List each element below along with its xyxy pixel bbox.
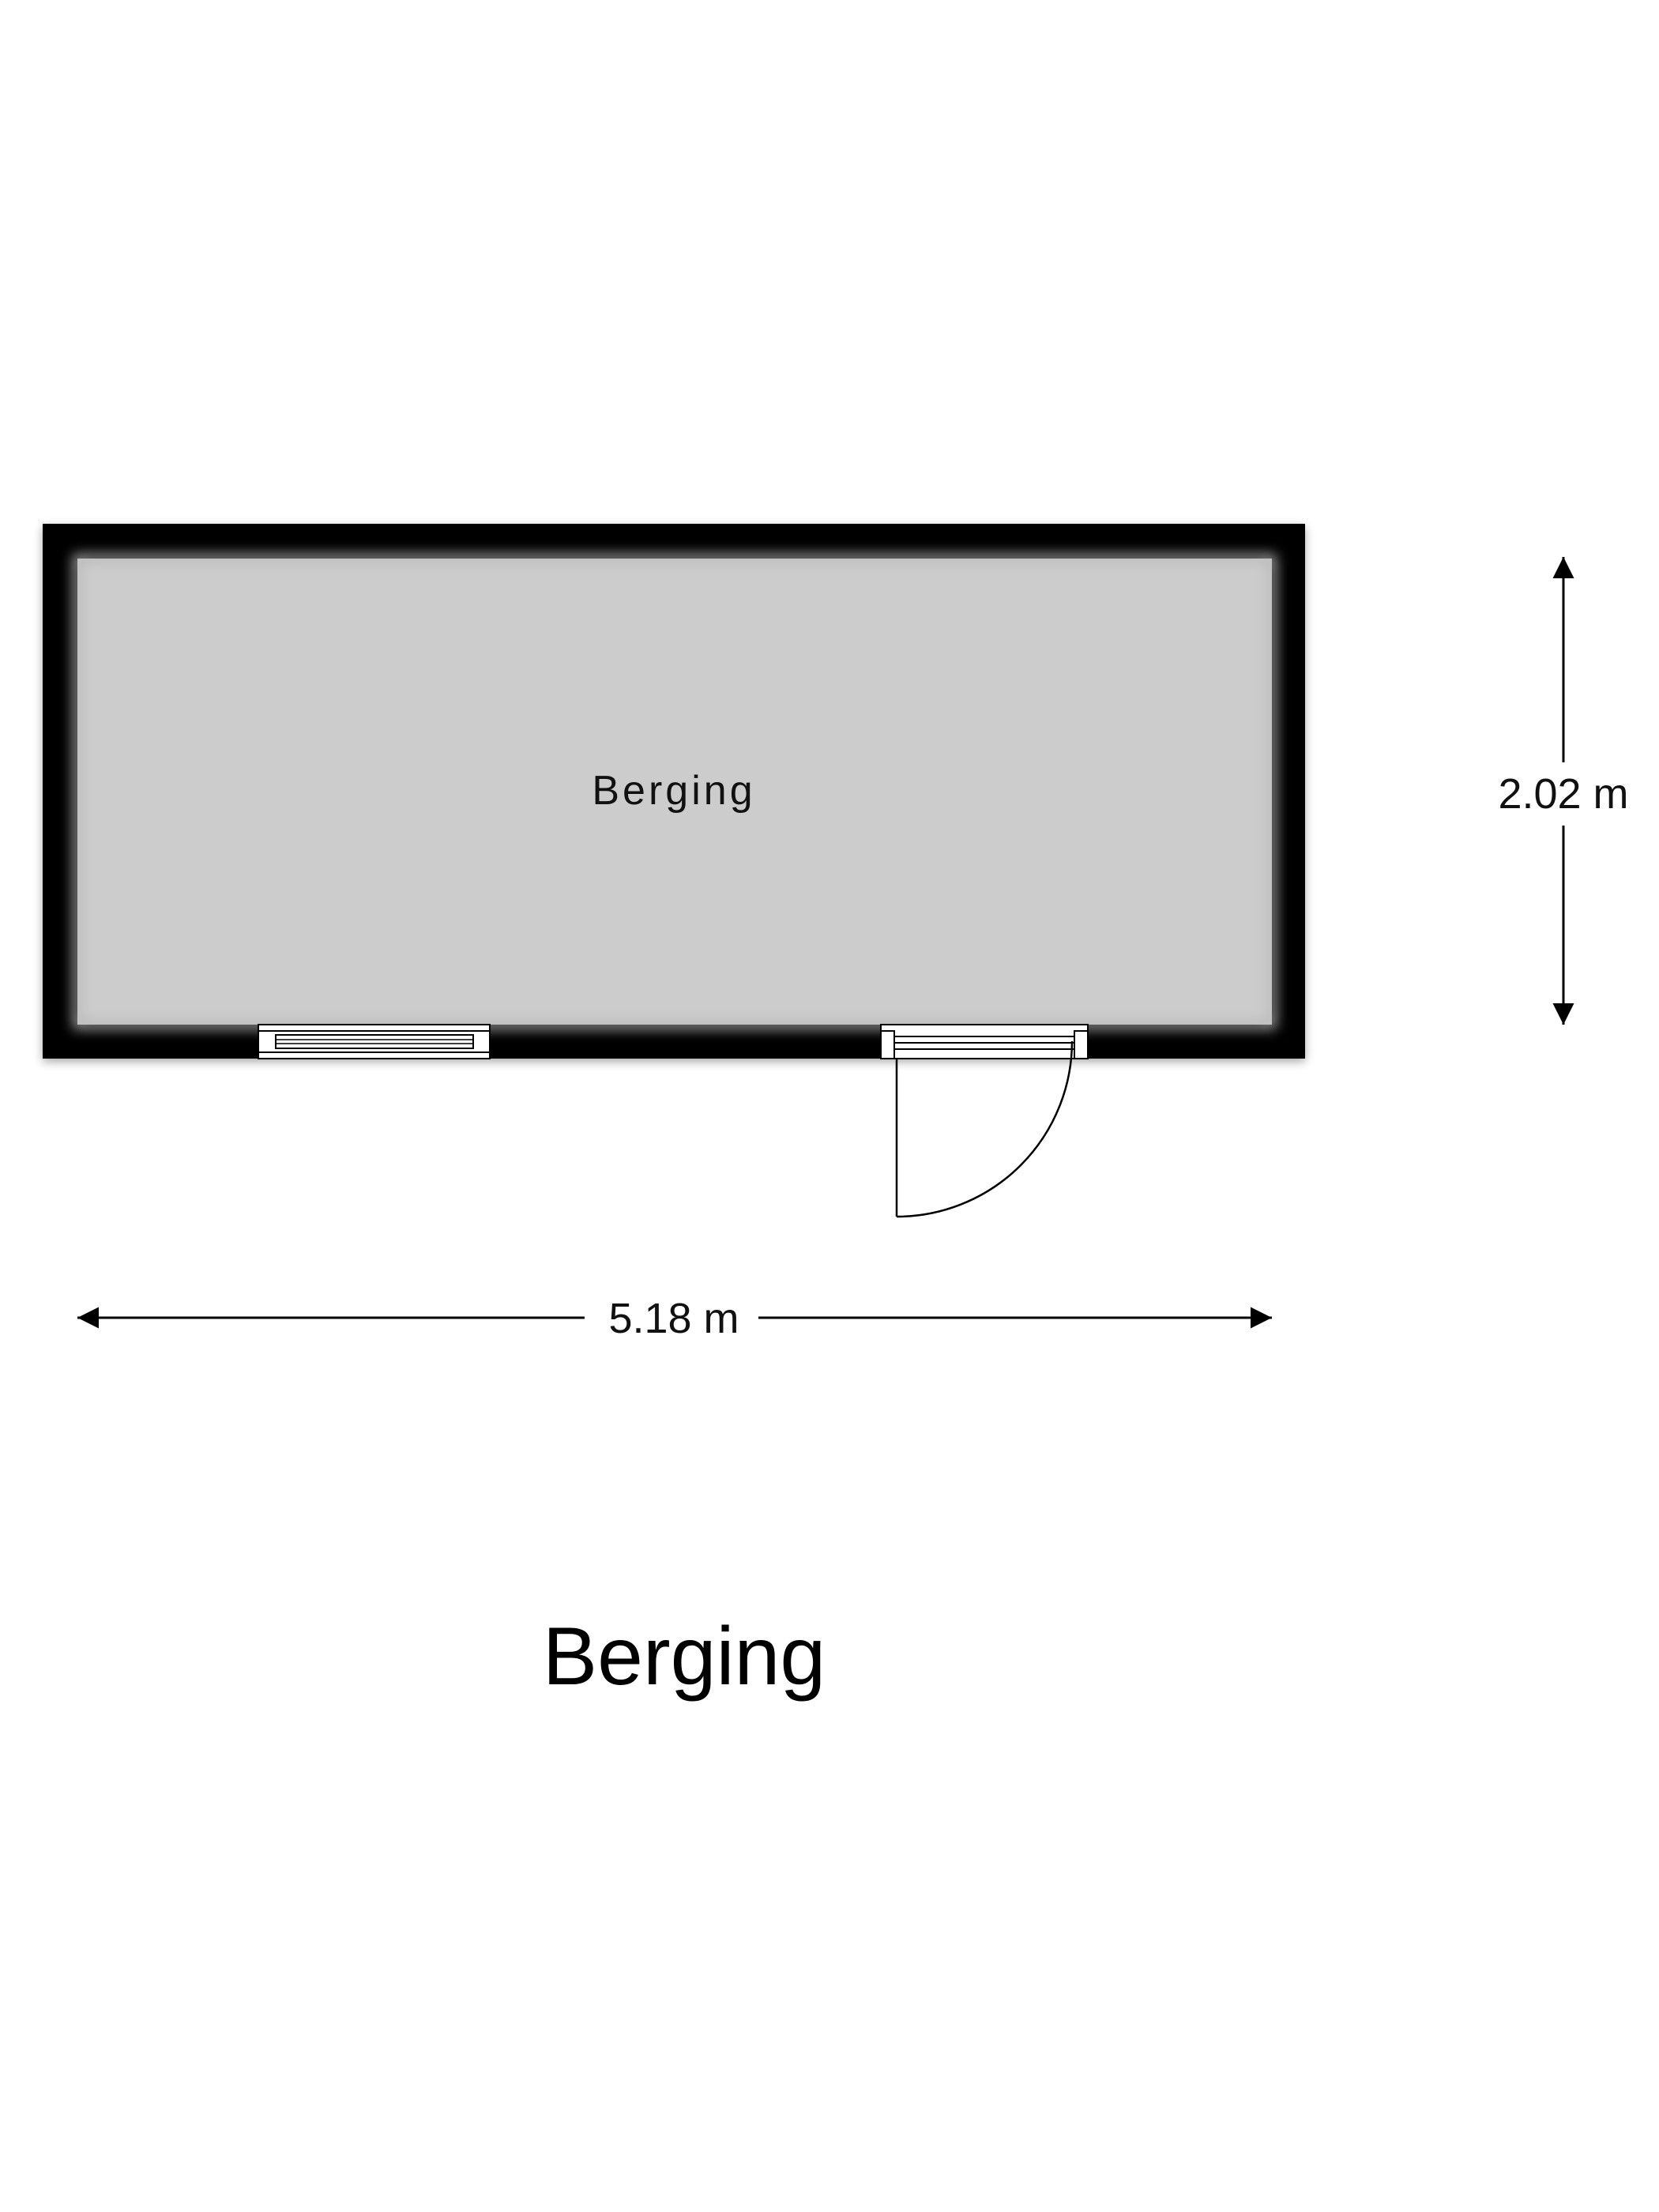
plan-title: Berging xyxy=(543,1611,826,1702)
window xyxy=(258,1024,491,1059)
room-label: Berging xyxy=(592,768,755,814)
width-dimension-label: 5.18 m xyxy=(608,1295,739,1342)
room-floor xyxy=(77,559,1272,1025)
depth-dimension-label: 2.02 m xyxy=(1498,770,1628,818)
width-dimension: 5.18 m xyxy=(77,1295,1272,1342)
depth-dimension: 2.02 m xyxy=(1498,557,1629,1025)
door-swing-arc xyxy=(896,1040,1074,1218)
door xyxy=(880,1024,1089,1218)
room-floor-inner-shade xyxy=(73,555,1276,1029)
